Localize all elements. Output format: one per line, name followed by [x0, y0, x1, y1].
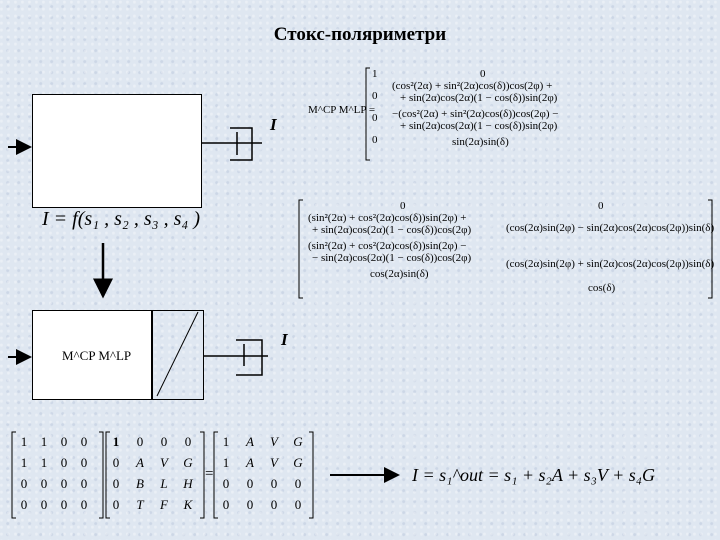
matrix-cell: V — [270, 455, 278, 470]
matrix-brackets — [11, 431, 314, 519]
matrix-cell: 0 — [20, 497, 28, 512]
m-cell: 0 — [372, 112, 378, 124]
detector-top — [230, 127, 253, 161]
mueller-bracket — [365, 67, 370, 161]
matrix-cell: G — [183, 455, 193, 470]
m-cell: 0 — [480, 68, 486, 80]
m-cell: + sin(2α)cos(2α)(1 − cos(δ))cos(2φ) — [312, 224, 472, 236]
matrix-cell: 0 — [270, 476, 278, 491]
equals-sign: = — [205, 466, 214, 482]
matrix-cell: 0 — [112, 455, 120, 470]
m-cell: 0 — [372, 134, 378, 146]
matrix-cell: K — [183, 497, 193, 512]
matrix-cell: 0 — [60, 497, 68, 512]
polarimeter-box-bottom — [32, 310, 152, 400]
matrix-cell: 0 — [222, 476, 230, 491]
m-cell: 0 — [372, 90, 378, 102]
function-equation: I = f(s₁ , s₂ , s₃ , s₄ ) — [42, 208, 200, 230]
matrix-cell: 0 — [246, 497, 254, 512]
signal-label-bottom: I — [281, 330, 288, 349]
m-cell: 1 — [372, 68, 378, 80]
mueller-bracket-2 — [298, 199, 303, 299]
matrix-cell: 0 — [40, 476, 48, 491]
result-equation: I = s₁^out = s₁ + s₂A + s₃V + s₄G — [412, 465, 655, 485]
m-cell: cos(δ) — [588, 282, 616, 294]
m-cell: (cos(2α)sin(2φ) − sin(2α)cos(2α)cos(2φ))… — [506, 222, 715, 234]
m-cell: sin(2α)sin(δ) — [452, 136, 509, 148]
m-cell: + sin(2α)cos(2α)(1 − cos(δ))sin(2φ) — [400, 92, 558, 104]
matrix-cell: 0 — [184, 434, 192, 449]
m-cell: − sin(2α)cos(2α)(1 − cos(δ))cos(2φ) — [312, 252, 472, 264]
matrix-cell: 1 — [222, 455, 230, 470]
matrix-cell: 0 — [160, 434, 168, 449]
matrix-cell: B — [136, 476, 144, 491]
m-cell: (sin²(2α) + cos²(2α)cos(δ))sin(2φ) + — [308, 212, 467, 224]
matrix-cell: 0 — [246, 476, 254, 491]
matrix-cell: L — [160, 476, 168, 491]
matrix-cell: 1 — [40, 434, 48, 449]
matrix-cell: T — [136, 497, 144, 512]
polarizer-box — [152, 310, 204, 400]
polarimeter-box-top — [32, 94, 202, 208]
matrix-cell: 0 — [270, 497, 278, 512]
matrix-cell: 0 — [80, 476, 88, 491]
polarizer-diagonal — [156, 311, 199, 397]
matrix-cell: 0 — [60, 476, 68, 491]
matrix-cell: 0 — [60, 434, 68, 449]
box-label: M^CP M^LP — [62, 348, 132, 363]
detector-bottom — [236, 339, 263, 376]
mueller-col3: 0 (sin²(2α) + cos²(2α)cos(δ))sin(2φ) + +… — [308, 200, 471, 280]
m-cell: (cos(2α)sin(2φ) + sin(2α)cos(2α)cos(2φ))… — [506, 258, 715, 270]
page-title: Стокс-поляриметри — [273, 24, 447, 45]
mueller-col2: 0 (cos²(2α) + sin²(2α)cos(δ))cos(2φ) + +… — [392, 68, 558, 148]
matrix-cell: G — [293, 434, 303, 449]
mueller-label: M^CP M^LP = — [308, 104, 376, 116]
matrix-cell: 1 — [222, 434, 230, 449]
matrix-cell: 1 — [20, 455, 28, 470]
m-cell: cos(2α)sin(δ) — [370, 268, 429, 280]
matrix-cell: A — [246, 434, 254, 449]
matrix-cell: 0 — [40, 497, 48, 512]
m-cell: (cos²(2α) + sin²(2α)cos(δ))cos(2φ) + — [392, 80, 553, 92]
mueller-bracket-3 — [708, 199, 713, 299]
signal-label-top: I — [270, 115, 277, 134]
matrix-cell: 0 — [80, 455, 88, 470]
matrix-cell: 0 — [60, 455, 68, 470]
mueller-col4: 0 (cos(2α)sin(2φ) − sin(2α)cos(2α)cos(2φ… — [506, 200, 714, 294]
matrix-cell: V — [160, 455, 168, 470]
mueller-col1: 1 0 0 0 — [372, 68, 378, 146]
m-cell: (sin²(2α) + cos²(2α)cos(δ))sin(2φ) − — [308, 240, 467, 252]
matrix-cell: 0 — [112, 476, 120, 491]
matrix-cell: 0 — [20, 476, 28, 491]
matrix-cell: 1 — [20, 434, 28, 449]
matrix-cell: 0 — [294, 476, 302, 491]
matrix-cell: A — [136, 455, 144, 470]
matrix-cell: 1 — [40, 455, 48, 470]
m-cell: + sin(2α)cos(2α)(1 − cos(δ))sin(2φ) — [400, 120, 558, 132]
matrix-cell: 0 — [80, 497, 88, 512]
matrix-cell: 0 — [222, 497, 230, 512]
matrix-cell: 0 — [80, 434, 88, 449]
matrix-cell: 1 — [112, 434, 120, 449]
matrix-cell: A — [246, 455, 254, 470]
matrix-cell: 0 — [112, 497, 120, 512]
m-cell: 0 — [400, 200, 406, 212]
matrix-cell: 0 — [136, 434, 144, 449]
m-cell: 0 — [598, 200, 604, 212]
matrix-cell: 0 — [294, 497, 302, 512]
m-cell: −(cos²(2α) + sin²(2α)cos(δ))cos(2φ) − — [392, 108, 559, 120]
matrix-cell: G — [293, 455, 303, 470]
matrix-cell: V — [270, 434, 278, 449]
matrix-cell: F — [160, 497, 168, 512]
matrix-cell: H — [183, 476, 193, 491]
